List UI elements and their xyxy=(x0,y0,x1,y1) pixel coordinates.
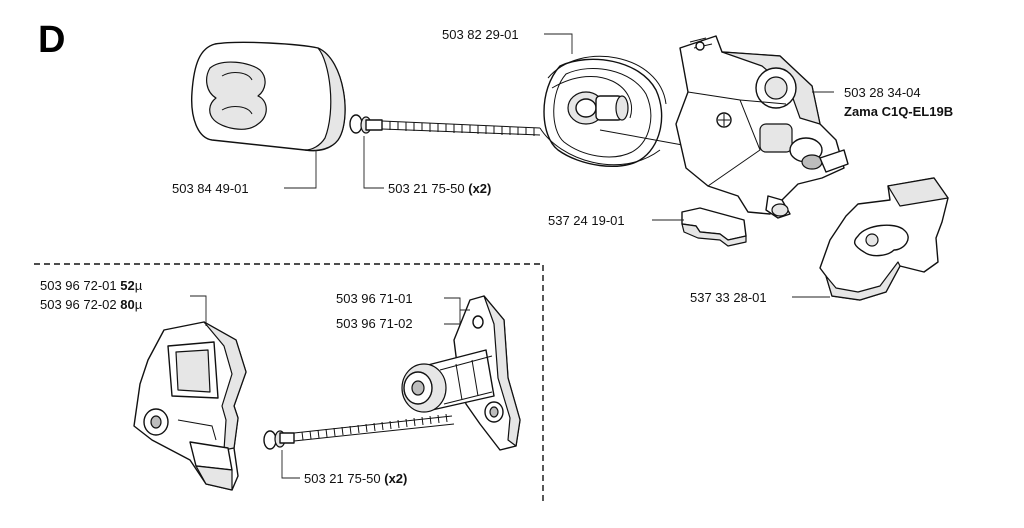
label-screw-bottom: 503 21 75-50 (x2) xyxy=(304,471,407,486)
label-screw-top: 503 21 75-50 (x2) xyxy=(388,181,491,196)
gasket-part[interactable] xyxy=(819,177,949,301)
label-spacer-block: 537 24 19-01 xyxy=(548,213,625,228)
label-filter-base-2: 503 96 71-02 xyxy=(336,316,413,331)
label-carburetor-number: 503 28 34-04 xyxy=(844,85,921,100)
screw-top-part[interactable] xyxy=(349,114,541,136)
leader-filter-base xyxy=(444,297,470,325)
label-carburetor-model: Zama C1Q-EL19B xyxy=(844,104,953,119)
screw-bottom-part[interactable] xyxy=(263,413,455,450)
label-gasket: 537 33 28-01 xyxy=(690,290,767,305)
label-cover-80: 503 96 72-02 80µ xyxy=(40,297,143,312)
label-wire-bracket: 503 82 29-01 xyxy=(442,27,519,42)
filter-cover-part[interactable] xyxy=(133,321,247,491)
leader-cover xyxy=(190,295,207,326)
wire-bracket-part[interactable] xyxy=(539,55,689,167)
label-filter-housing: 503 84 49-01 xyxy=(172,181,249,196)
label-cover-52: 503 96 72-01 52µ xyxy=(40,278,143,293)
leader-filter-housing xyxy=(284,150,317,189)
section-letter: D xyxy=(38,19,65,61)
filter-housing-part[interactable] xyxy=(191,41,346,152)
leader-screw-top xyxy=(363,136,384,189)
leader-screw-bottom xyxy=(281,450,300,479)
label-filter-base-1: 503 96 71-01 xyxy=(336,291,413,306)
carburetor-part[interactable] xyxy=(675,35,849,219)
leader-wire-bracket xyxy=(544,33,573,54)
spacer-block-part[interactable] xyxy=(681,207,747,247)
filter-base-part[interactable] xyxy=(401,295,521,451)
